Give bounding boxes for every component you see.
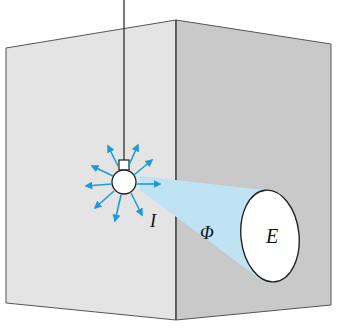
area-label: E [266, 226, 278, 246]
socket [119, 160, 129, 170]
cord [123, 0, 124, 160]
bulb [112, 170, 136, 194]
left-wall [6, 20, 176, 320]
illuminated-area: E [239, 188, 301, 284]
quantity-label: I [150, 212, 156, 230]
right-wall [176, 20, 331, 320]
light-rays [86, 145, 160, 221]
corner-edge [175, 20, 176, 320]
quantity-label: Φ [200, 224, 214, 242]
